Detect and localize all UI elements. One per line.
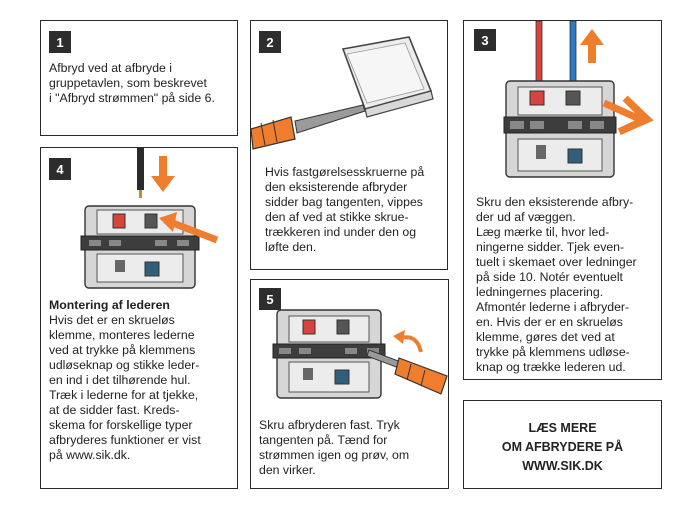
step-5-text: Skru afbryderen fast. Tryk tangenten på.… (259, 418, 445, 478)
insert-wire-illustration (80, 148, 219, 289)
switch-wires-illustration (503, 20, 654, 178)
step-5-body: Skru afbryderen fast. Tryk tangenten på.… (259, 418, 410, 477)
step-5-panel: 5 Skru afbryderen fast. Tryk tangenten p… (250, 279, 449, 489)
step-4-panel: 4 Montering af lederen Hvis det er en sk… (40, 147, 238, 489)
step-3-panel: 3 Skru den eksisterende afbry- der ud af… (463, 20, 662, 380)
read-more-link[interactable]: WWW.SIK.DK (522, 459, 603, 473)
read-more-panel: LÆS MERE OM AFBRYDERE PÅ WWW.SIK.DK (463, 400, 662, 489)
step-3-body: Skru den eksisterende afbry- der ud af v… (476, 195, 637, 374)
step-4-body: Hvis det er en skrueløs klemme, monteres… (49, 313, 201, 462)
step-5-number: 5 (259, 288, 281, 310)
step-1-text: Afbryd ved at afbryde i gruppetavlen, so… (49, 61, 234, 106)
step-1-body: Afbryd ved at afbryde i gruppetavlen, so… (49, 61, 215, 105)
step-4-number: 4 (49, 158, 71, 180)
step-3-text: Skru den eksisterende afbry- der ud af v… (476, 195, 658, 375)
step-2-body: Hvis fastgørelsesskruerne på den eksiste… (265, 165, 425, 254)
step-4-heading: Montering af lederen (49, 298, 170, 312)
read-more-line-1: LÆS MERE (528, 421, 597, 435)
read-more-text: LÆS MERE OM AFBRYDERE PÅ WWW.SIK.DK (464, 419, 661, 476)
step-2-text: Hvis fastgørelsesskruerne på den eksiste… (265, 165, 445, 255)
step-2-panel: 2 Hvis fastgørelsesskruerne på den eksis… (250, 20, 448, 270)
read-more-line-2: OM AFBRYDERE PÅ (501, 440, 624, 454)
step-2-number: 2 (259, 31, 281, 53)
screw-switch-in-illustration (272, 309, 448, 399)
step-1-number: 1 (49, 31, 71, 53)
screwdriver-under-cover-illustration (250, 36, 434, 150)
step-4-text: Montering af lederen Hvis det er en skru… (49, 298, 235, 463)
step-1-panel: 1 Afbryd ved at afbryde i gruppetavlen, … (40, 20, 238, 136)
step-3-number: 3 (474, 29, 496, 51)
